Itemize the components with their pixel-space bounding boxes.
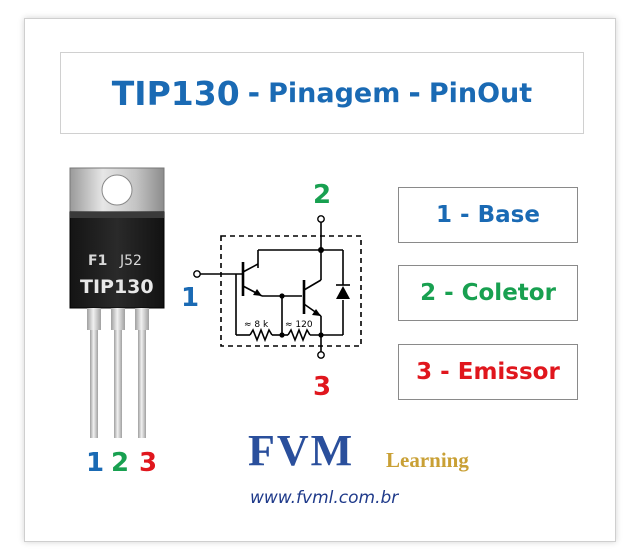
title-pinout: PinOut <box>428 77 533 109</box>
title-separator-2: - <box>408 75 421 111</box>
title-pinagem: Pinagem <box>268 77 401 109</box>
q2-emitter-arrow <box>312 309 321 316</box>
title-separator-1: - <box>247 75 261 111</box>
legend-base: 1 - Base <box>398 187 578 243</box>
mounting-hole <box>101 174 133 206</box>
diode-triangle <box>336 286 350 299</box>
brand-subtitle: Learning <box>386 448 469 472</box>
schematic-pin-collector-number: 2 <box>313 180 332 210</box>
r1-label: ≈ 8 k <box>244 320 269 330</box>
schematic-pin-emitter-number: 3 <box>313 372 332 402</box>
legend-collector: 2 - Coletor <box>398 265 578 321</box>
resistor-r2 <box>287 327 311 343</box>
q1-emitter-arrow <box>253 289 262 296</box>
package-logo-text: F1 <box>88 253 107 269</box>
terminal-emitter <box>317 351 325 359</box>
title-box: TIP130 - Pinagem - PinOut <box>60 52 584 134</box>
package-pin-1-number: 1 <box>86 448 105 478</box>
package-pin-3-number: 3 <box>139 448 158 478</box>
terminal-base <box>193 270 201 278</box>
r2-label: ≈ 120 <box>285 320 313 330</box>
legend-emitter: 3 - Emissor <box>398 344 578 400</box>
junction-collector <box>318 247 324 253</box>
schematic-pin-base-number: 1 <box>181 283 200 313</box>
title-part-number: TIP130 <box>111 73 240 113</box>
junction-r-mid <box>279 332 285 338</box>
junction-q1-emitter <box>279 293 285 299</box>
package-pin-2-number: 2 <box>111 448 130 478</box>
schematic-package-outline <box>220 235 362 347</box>
junction-emitter <box>318 332 324 338</box>
legs <box>87 308 149 438</box>
package-code-text: J52 <box>119 253 142 269</box>
resistor-r1 <box>249 327 273 343</box>
package-body <box>69 211 165 309</box>
website-url: www.fvml.com.br <box>250 488 399 508</box>
terminal-collector <box>317 215 325 223</box>
brand-logo-text: FVM <box>248 426 355 475</box>
package-part-text: TIP130 <box>80 276 154 298</box>
